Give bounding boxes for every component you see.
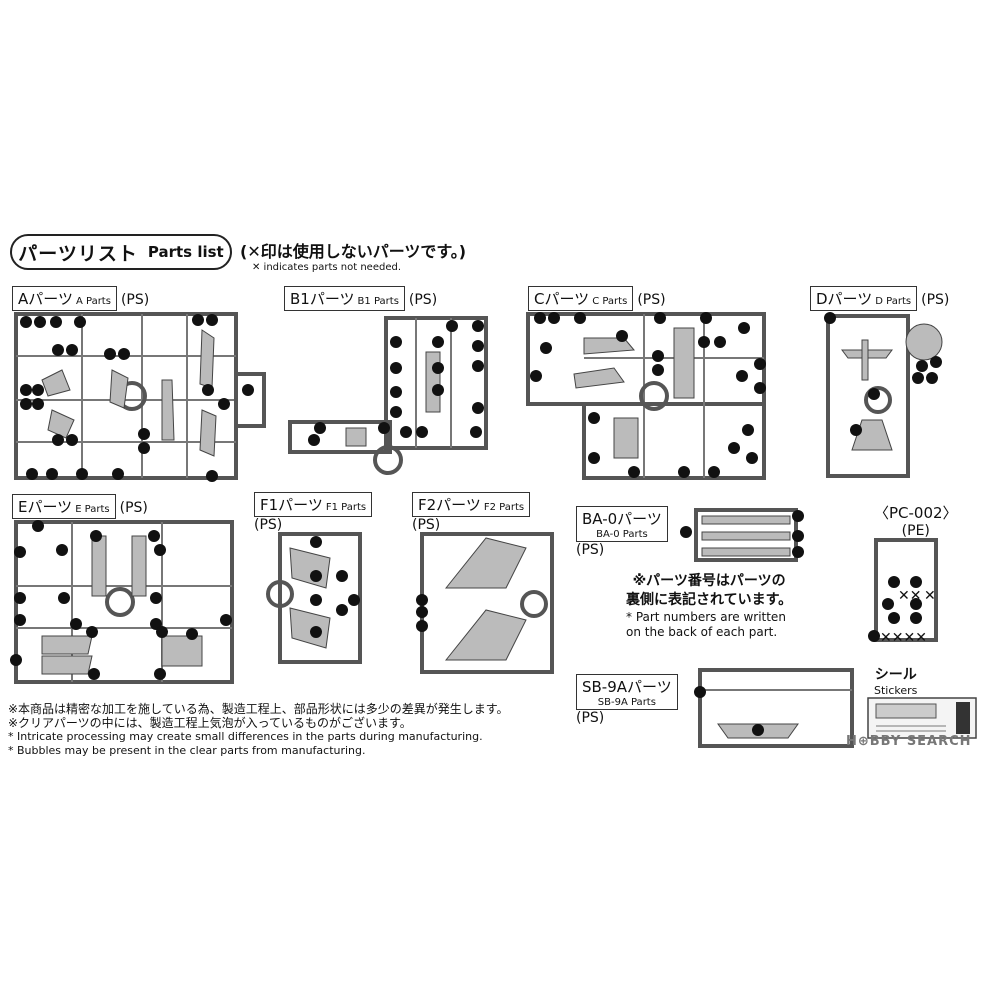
runner-b1-diagram <box>288 316 488 475</box>
footnote-jp-1: ※本商品は精密な加工を施している為、製造工程上、部品形状には多少の差異が発生しま… <box>8 702 509 716</box>
unused-parts-note: (✕印は使用しないパーツです。) ✕ indicates parts not n… <box>240 238 466 273</box>
sticker-sheet-diagram <box>867 697 977 739</box>
runner-ba0-diagram <box>680 508 804 562</box>
runner-c-diagram <box>526 312 766 480</box>
parts-list-title-en: Parts list <box>147 243 224 261</box>
runner-sb9a-diagram <box>694 668 854 748</box>
runner-e-diagram <box>10 520 234 684</box>
footnote-jp-2: ※クリアパーツの中には、製造工程上気泡が入っているものがございます。 <box>8 716 412 730</box>
runner-label-pc002: 〈PC-002〉 (PE) <box>874 504 958 539</box>
footnotes: ※本商品は精密な加工を施している為、製造工程上、部品形状には多少の差異が発生しま… <box>8 702 509 758</box>
ba0-notice-en-2: on the back of each part. <box>626 625 778 639</box>
svg-text:✕✕: ✕✕ <box>898 588 921 604</box>
ba0-notice-en-1: * Part numbers are written <box>626 610 786 624</box>
hobby-search-watermark: H⊕BBY SEARCH <box>846 734 972 749</box>
ba0-part-number-notice: ※パーツ番号はパーツの 裏側に表記されています。 * Part numbers … <box>626 572 792 640</box>
parts-list-title-jp: パーツリスト <box>18 242 138 265</box>
svg-text:✕✕✕✕: ✕✕✕✕ <box>880 630 927 646</box>
unused-note-en: ✕ indicates parts not needed. <box>252 262 402 273</box>
runner-pc002-diagram: ✕✕ ✕ ✕✕✕✕ <box>868 538 938 646</box>
runner-f2-diagram <box>416 532 554 674</box>
unused-note-jp: (✕印は使用しないパーツです。) <box>240 242 467 261</box>
ba0-notice-jp-1: ※パーツ番号はパーツの <box>632 573 786 589</box>
runner-d-diagram <box>824 312 943 478</box>
runner-a-diagram <box>14 312 266 482</box>
ba0-notice-jp-2: 裏側に表記されています。 <box>626 592 793 608</box>
footnote-en-2: * Bubbles may be present in the clear pa… <box>8 744 366 757</box>
runner-f1-diagram <box>266 532 362 664</box>
stickers-label: シール Stickers <box>874 667 918 697</box>
parts-list-header: パーツリスト Parts list <box>10 234 232 270</box>
svg-text:✕: ✕ <box>924 588 936 604</box>
footnote-en-1: * Intricate processing may create small … <box>8 730 483 743</box>
